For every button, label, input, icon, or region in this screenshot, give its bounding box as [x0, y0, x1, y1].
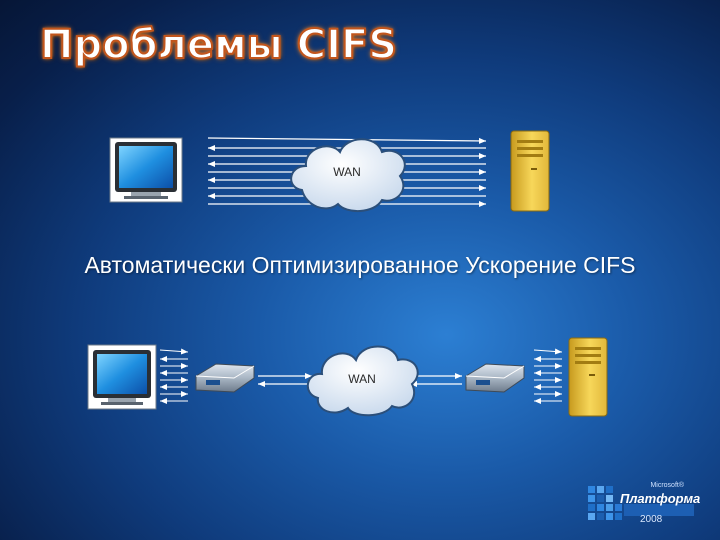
- logo-year: 2008: [640, 514, 663, 525]
- bottom-left-local-arrows: [159, 348, 189, 404]
- bottom-wan-cloud-icon: [307, 345, 419, 417]
- top-wan-label: WAN: [333, 165, 361, 179]
- top-server-icon: [510, 130, 550, 212]
- logo-brand: Microsoft®: [650, 482, 684, 489]
- platform-2008-logo: Microsoft® Платформа 2008: [582, 478, 701, 528]
- bottom-right-local-arrows: [533, 348, 563, 404]
- bottom-wan-arrows: [258, 373, 462, 387]
- bottom-client-monitor-icon: [87, 344, 157, 410]
- top-wan-cloud-icon: [290, 138, 406, 212]
- platform-logo-mosaic-icon: [588, 486, 694, 520]
- left-accelerator-appliance-icon: [195, 363, 255, 393]
- subtitle: Автоматически Оптимизированное Ускорение…: [84, 252, 636, 278]
- logo-name: Платформа: [620, 491, 701, 506]
- top-client-monitor-icon: [109, 137, 183, 203]
- bottom-wan-label: WAN: [348, 372, 376, 386]
- bottom-server-icon: [568, 337, 608, 417]
- slide-title: Проблемы CIFS: [39, 21, 398, 69]
- right-accelerator-appliance-icon: [465, 363, 525, 393]
